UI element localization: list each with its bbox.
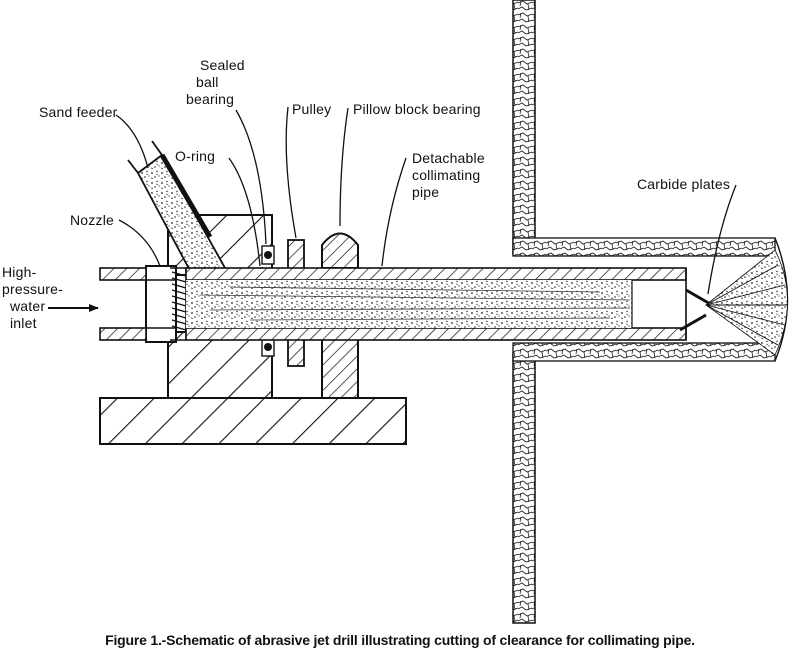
- label-detachable-collimating-pipe-line-1: Detachable: [412, 150, 485, 166]
- label-water-inlet-line-3: water: [10, 298, 46, 314]
- figure-caption: Figure 1.-Schematic of abrasive jet dril…: [105, 632, 695, 648]
- label-pulley: Pulley: [292, 101, 332, 117]
- label-nozzle: Nozzle: [70, 212, 114, 228]
- label-sand-feeder: Sand feeder: [39, 104, 118, 120]
- label-sealed-ball-bearing-line-2: ball: [196, 74, 219, 90]
- pillow-block: [321, 232, 359, 399]
- label-water-inlet-line-2: pressure-: [2, 281, 63, 297]
- water-inlet-pipe: [99, 267, 147, 341]
- label-carbide-plates: Carbide plates: [637, 176, 731, 192]
- label-water-inlet-line-4: inlet: [10, 315, 37, 331]
- nozzle: [145, 265, 187, 343]
- sealed-ball-bearing: [261, 245, 275, 357]
- label-detachable-collimating-pipe: Detachable collimating pipe: [412, 150, 485, 201]
- label-pillow-block-bearing: Pillow block bearing: [353, 101, 481, 117]
- collimating-pipe: [185, 267, 687, 341]
- label-detachable-collimating-pipe-line-2: collimating: [412, 167, 481, 183]
- label-detachable-collimating-pipe-line-3: pipe: [412, 184, 440, 200]
- label-sealed-ball-bearing-line-3: bearing: [186, 91, 235, 107]
- leader-lines: [115, 106, 737, 295]
- label-sealed-ball-bearing: Sealed ball bearing: [186, 57, 245, 108]
- label-o-ring: O-ring: [175, 148, 216, 164]
- rock-wall: [512, 0, 789, 624]
- label-water-inlet-line-1: High-: [2, 264, 37, 280]
- carbide-plates: [679, 249, 788, 356]
- base-plate: [99, 397, 407, 445]
- label-high-pressure-water-inlet: High- pressure- water inlet: [2, 264, 63, 332]
- label-sealed-ball-bearing-line-1: Sealed: [200, 57, 245, 73]
